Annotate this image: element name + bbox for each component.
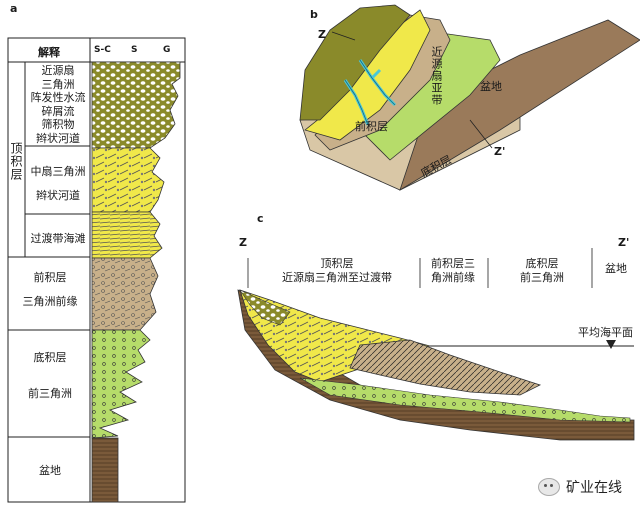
sea-level-marker [606,340,616,349]
block-z-label: Z [318,28,326,41]
watermark-text: 矿业在线 [566,480,622,496]
block-highlands [299,4,411,121]
block-topset-vertical-label: 近源扇亚带 [430,46,443,106]
section-gravel [239,289,291,326]
unit-2-label: 中扇三角洲 辫状河道 [30,165,86,202]
zone-foreset-label: 前积层三 角洲前缘 [431,257,475,284]
unit-3-label: 过渡带海滩 [30,232,86,245]
panel-a-letter: a [10,2,18,15]
topset-vertical-label: 顶积层 [9,142,23,181]
column-header-g: G [163,45,171,55]
basin-unit [91,437,119,503]
prodelta-unit [91,329,151,439]
column-header-sc: S-C [94,45,111,55]
unit-4-label: 前积层 三角洲前缘 [22,271,78,308]
section-foreset [349,339,542,396]
unit-5-label: 底积层 前三角洲 [28,351,72,400]
zone-basin-label: 盆地 [605,262,627,275]
unit-1-label: 近源扇 三角洲 阵发性水流 碎屑流 筛积物 辫状河道 [30,64,86,145]
block-diagram [299,4,640,191]
unit-6-label: 盆地 [39,464,61,477]
section-zprime-label: Z' [618,236,630,249]
panel-b-letter: b [310,8,318,21]
gravel-unit [91,61,181,149]
zone-bottomset-label: 底积层 前三角洲 [520,257,564,284]
zone-topset-label: 顶积层 近源扇三角洲至过渡带 [282,257,392,284]
block-basin-label: 盆地 [480,80,502,93]
watermark: 矿业在线 [538,477,622,497]
block-basin-surface [399,19,640,191]
block-foreset-label: 前积层 [355,120,388,133]
lithology-column [91,61,181,503]
column-header-s: S [131,45,138,55]
cross-section [237,248,635,441]
wechat-icon [538,478,560,496]
beach-unit [91,211,163,259]
braided-channel-unit [91,147,165,213]
delta-front-unit [91,257,159,331]
sea-level-label: 平均海平面 [578,326,633,339]
section-bottomset [299,377,631,423]
column-header-title: 解释 [38,46,60,59]
block-zprime-label: Z' [494,145,506,158]
panel-c-letter: c [257,212,264,225]
section-z-label: Z [239,236,247,249]
